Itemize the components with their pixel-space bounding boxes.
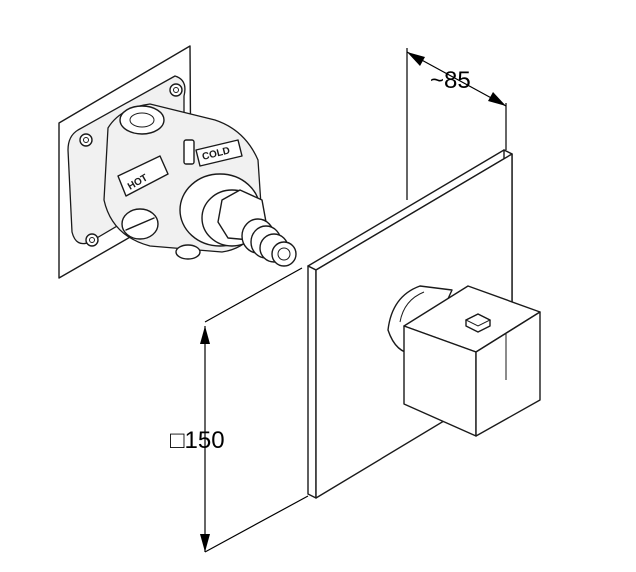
- rough-in-valve: HOT COLD: [58, 45, 297, 279]
- cold-label-plate: [195, 139, 243, 167]
- trim-plate-front-face: [307, 265, 317, 499]
- depth-arrow-left: [407, 52, 425, 66]
- depth-dimension: ~85: [406, 48, 507, 200]
- plate-arrow-top: [200, 326, 210, 344]
- plate-dimension: □150: [170, 267, 309, 553]
- plate-extension-bottom: [204, 495, 309, 553]
- handle-right-face: [475, 311, 541, 437]
- depth-label: ~85: [430, 67, 471, 94]
- bracket-screw-top-left: [79, 133, 93, 147]
- bracket-screw-top-right: [169, 83, 183, 97]
- square-handle: [387, 285, 541, 437]
- valve-bottom-port: [175, 244, 201, 260]
- valve-top-port: [119, 105, 165, 135]
- spindle-tip: [271, 241, 297, 267]
- hot-label-plate: [117, 155, 169, 197]
- plate-label: □150: [170, 427, 225, 454]
- depth-dimension-line: [406, 51, 507, 107]
- plate-arrow-bottom: [200, 534, 210, 552]
- depth-arrow-right: [488, 92, 506, 106]
- valve-top-key: [183, 139, 195, 165]
- bracket-screw-bottom-left: [85, 233, 99, 247]
- plate-extension-top: [204, 267, 303, 323]
